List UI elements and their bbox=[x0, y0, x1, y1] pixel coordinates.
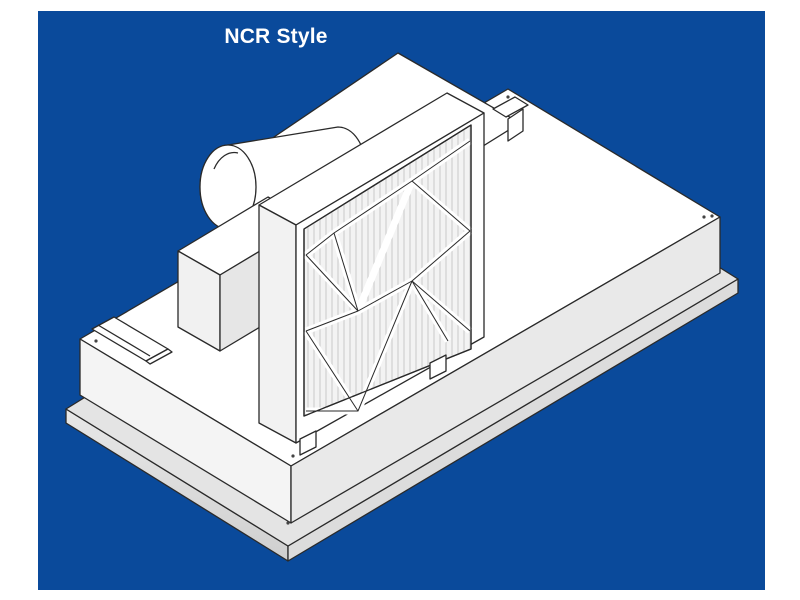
diagram-title: NCR Style bbox=[224, 25, 328, 48]
corner-hole bbox=[286, 521, 290, 525]
frame-clips bbox=[299, 354, 447, 456]
prefilter-frame bbox=[258, 92, 485, 444]
mounting-tab-rear bbox=[492, 96, 529, 142]
diagram-panel: NCR Style bbox=[38, 11, 765, 590]
left-bracket bbox=[91, 316, 173, 365]
ncr-unit-illustration bbox=[65, 52, 739, 562]
filter-support-grid-outline bbox=[305, 140, 471, 412]
